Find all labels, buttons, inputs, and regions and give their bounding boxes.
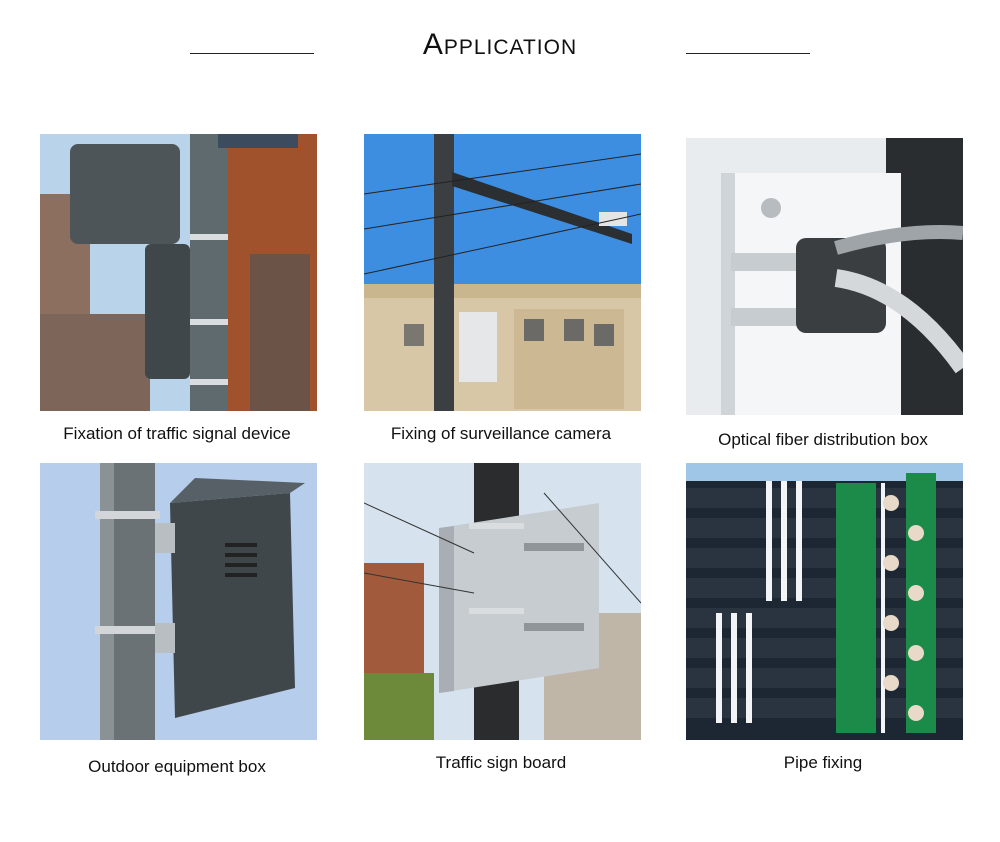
caption-pipe-fixing: Pipe fixing (783, 753, 863, 772)
caption-optical-fiber: Optical fiber distribution box (718, 430, 928, 449)
caption-outdoor-box: Outdoor equipment box (88, 757, 266, 776)
section-header: Application (0, 0, 1000, 110)
caption-surveillance-camera: Fixing of surveillance camera (390, 424, 612, 443)
traffic-signal-photo (40, 134, 317, 411)
pipe-fixing-photo (686, 463, 963, 740)
application-card-traffic-signal: Fixation of traffic signal device (32, 134, 322, 464)
application-card-pipe-fixing: Pipe fixing (678, 463, 968, 793)
application-card-outdoor-box: Outdoor equipment box (32, 463, 322, 793)
caption-traffic-signal: Fixation of traffic signal device (63, 424, 291, 443)
surveillance-camera-photo (364, 134, 641, 411)
section-title: Application (422, 28, 578, 61)
application-card-optical-fiber: Optical fiber distribution box (678, 138, 968, 468)
application-card-traffic-sign: Traffic sign board (356, 463, 646, 793)
traffic-sign-photo (364, 463, 641, 740)
application-card-surveillance-camera: Fixing of surveillance camera (356, 134, 646, 464)
optical-fiber-photo (686, 138, 963, 415)
title-divider-right (686, 53, 810, 54)
title-divider-left (190, 53, 314, 54)
outdoor-box-photo (40, 463, 317, 740)
caption-traffic-sign: Traffic sign board (435, 753, 567, 772)
